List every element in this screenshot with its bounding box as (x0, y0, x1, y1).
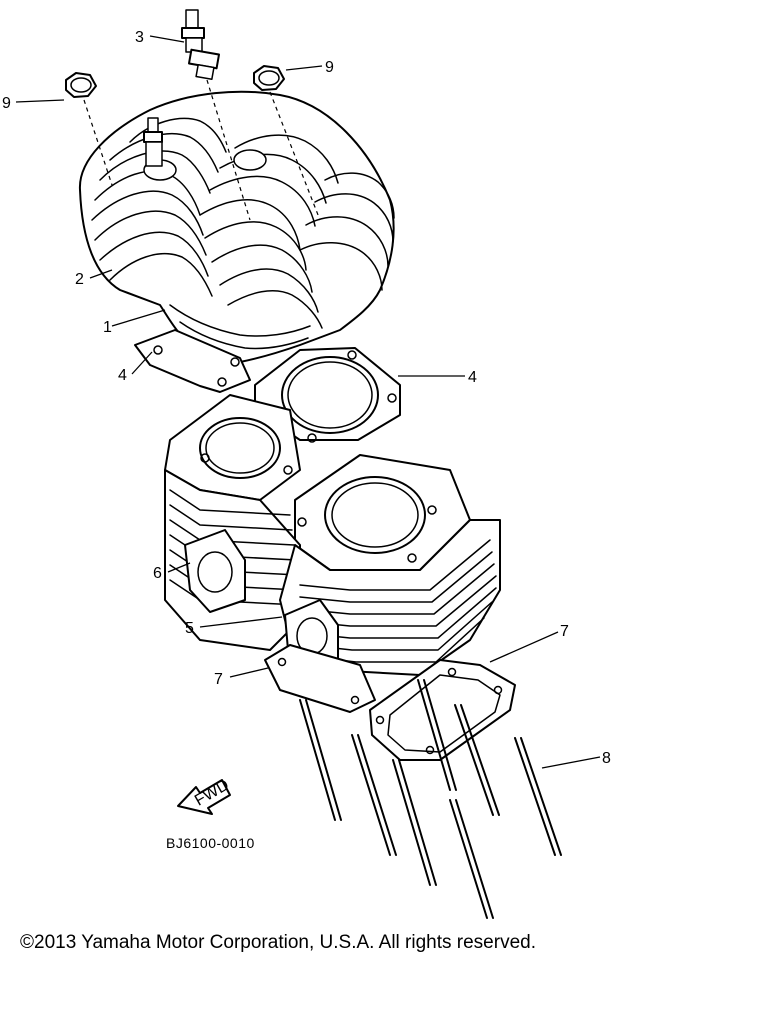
callout-3: 3 (135, 29, 144, 46)
cap-nut-left (65, 72, 97, 98)
base-gasket-right (369, 659, 516, 761)
cap-nut-right (253, 65, 285, 91)
callout-9-left: 9 (2, 95, 11, 112)
cylinder-block (164, 394, 501, 676)
callout-4-right: 4 (468, 369, 477, 386)
callout-8: 8 (602, 750, 611, 767)
callout-leaders (15, 35, 601, 769)
copyright-notice: ©2013 Yamaha Motor Corporation, U.S.A. A… (20, 932, 536, 953)
drawing-code: BJ6100-0010 (166, 835, 255, 851)
cylinder-head (78, 90, 395, 393)
spark-plug-installed (143, 117, 163, 167)
stud-bolts (299, 679, 562, 919)
base-gasket-left (264, 644, 376, 713)
callout-7-right: 7 (560, 623, 569, 640)
callout-4-left: 4 (118, 367, 127, 384)
fwd-arrow-icon: FWD (177, 777, 232, 815)
spark-plug-upper (181, 9, 221, 81)
callout-6: 6 (153, 565, 162, 582)
callout-5: 5 (185, 620, 194, 637)
callout-numbers: 1 2 3 4 4 5 6 7 7 8 9 9 (2, 29, 611, 767)
callout-9-right: 9 (325, 59, 334, 76)
callout-1: 1 (103, 319, 112, 336)
callout-2: 2 (75, 271, 84, 288)
callout-7-left: 7 (214, 671, 223, 688)
